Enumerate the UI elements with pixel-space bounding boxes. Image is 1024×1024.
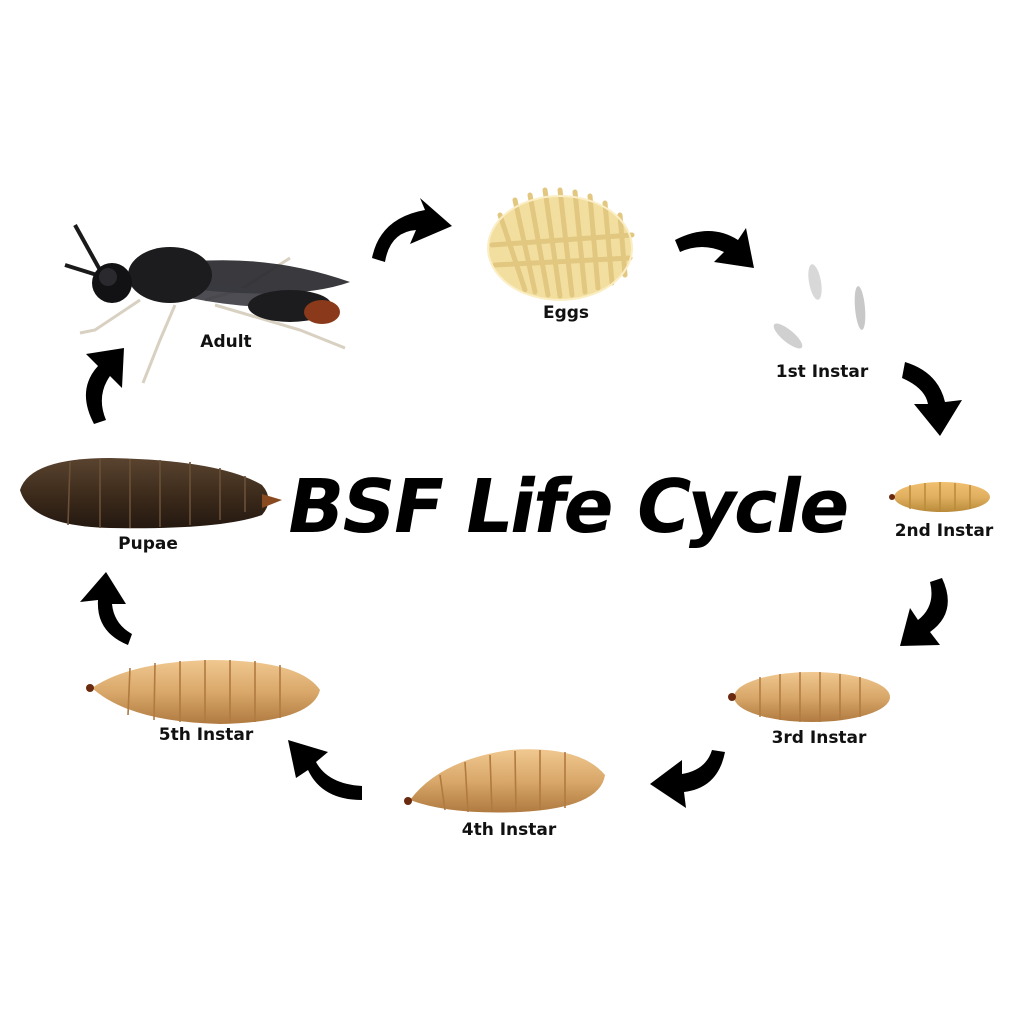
stage-label-third-instar: 3rd Instar (771, 728, 867, 748)
second-instar-image (889, 482, 990, 512)
stage-label-fourth-instar: 4th Instar (461, 820, 557, 840)
fifth-instar-image (86, 660, 320, 724)
stage-label-fifth-instar: 5th Instar (158, 725, 254, 745)
cycle-arrow-adult-to-eggs (372, 198, 452, 262)
cycle-arrow-first-to-second-instar (902, 362, 962, 436)
stage-label-eggs: Eggs (542, 303, 590, 323)
eggs-image (487, 187, 635, 301)
cycle-arrow-third-to-fourth-instar (650, 750, 725, 808)
stage-label-adult: Adult (200, 332, 252, 352)
cycle-arrow-fifth-instar-to-pupae (80, 572, 132, 645)
first-instar-image (773, 264, 866, 349)
third-instar-image (728, 672, 890, 722)
adult-fly-image (64, 224, 350, 384)
stage-label-second-instar: 2nd Instar (894, 521, 994, 541)
stage-label-first-instar: 1st Instar (775, 362, 869, 382)
cycle-arrow-fourth-to-fifth-instar (288, 740, 362, 800)
cycle-arrow-eggs-to-first-instar (675, 228, 754, 268)
pupae-image (20, 458, 282, 529)
diagram-title: BSF Life Cycle (280, 464, 856, 550)
cycle-arrow-pupae-to-adult (85, 348, 124, 424)
stage-label-pupae: Pupae (118, 534, 178, 554)
cycle-arrow-second-to-third-instar (900, 578, 948, 646)
fourth-instar-image (404, 749, 605, 813)
